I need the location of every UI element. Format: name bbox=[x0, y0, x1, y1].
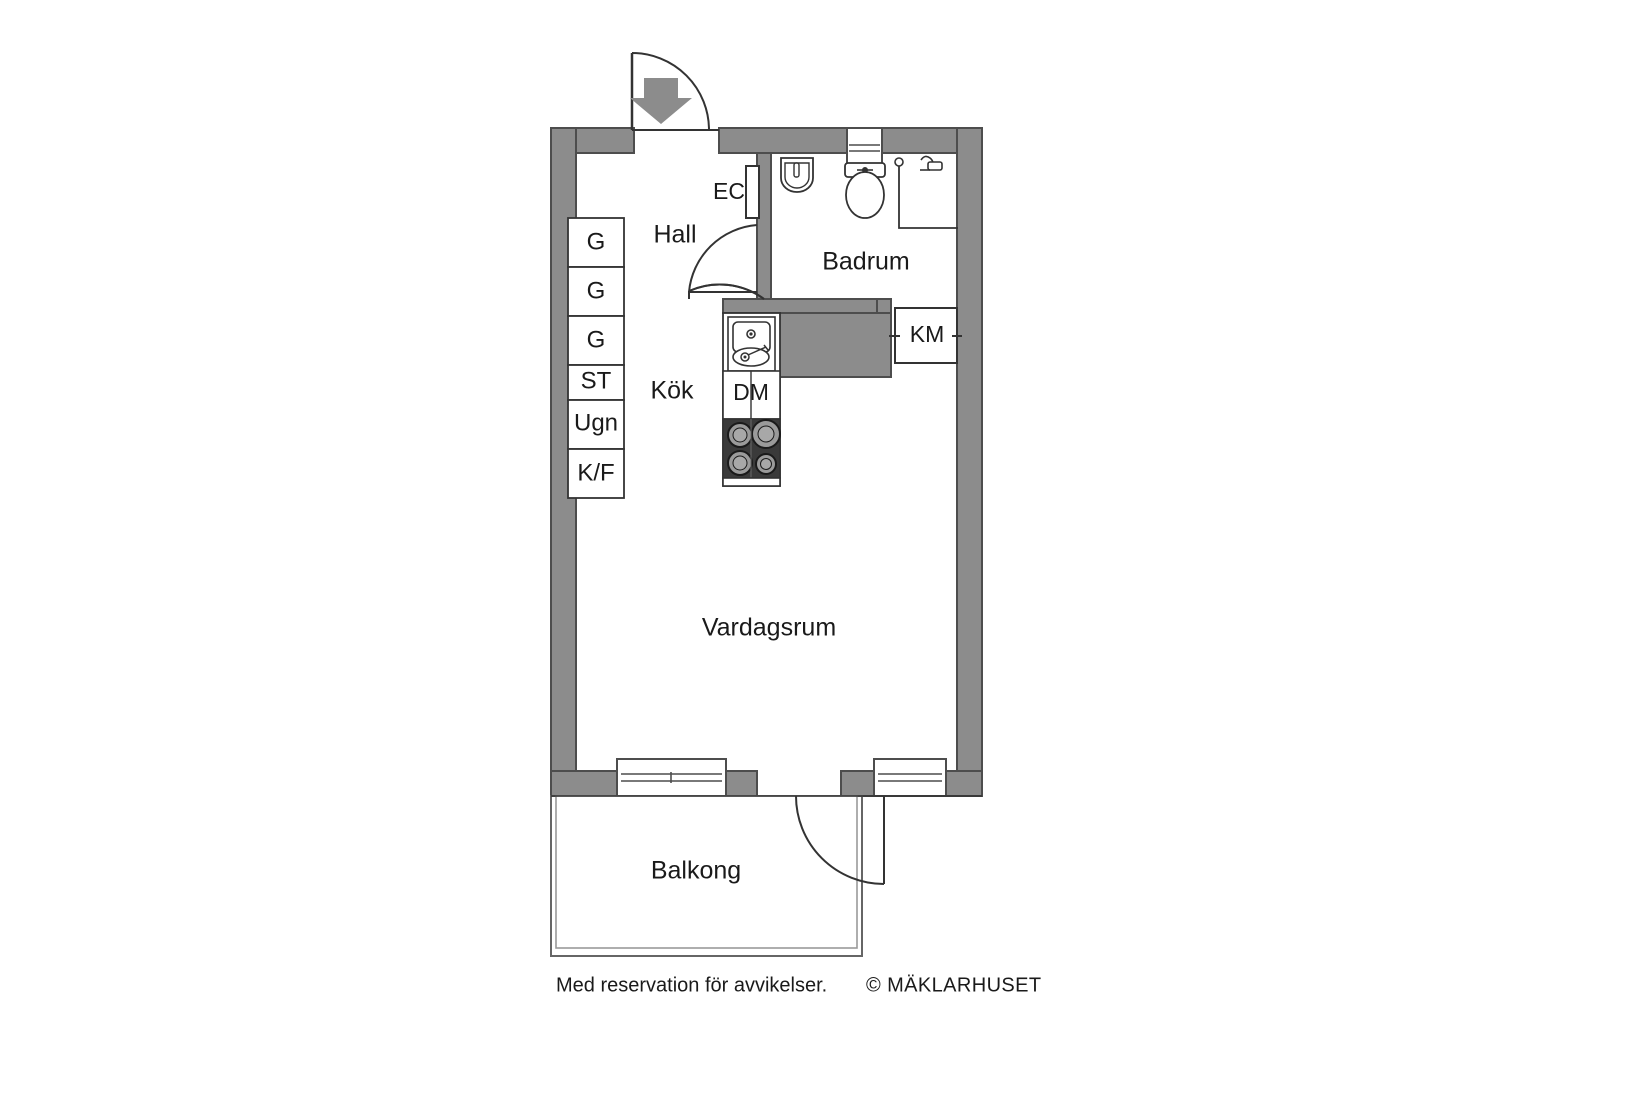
cabinet-label: ST bbox=[581, 367, 612, 394]
balcony bbox=[550, 795, 982, 957]
bathroom-fixtures bbox=[780, 155, 958, 229]
ec-label: EC bbox=[713, 178, 745, 204]
room-label-balkong: Balkong bbox=[651, 857, 741, 885]
cabinet-label: G bbox=[587, 277, 606, 304]
cabinet-box bbox=[567, 448, 625, 499]
cabinet-label: K/F bbox=[577, 459, 614, 486]
room-labels: Hall Badrum Kök Vardagsrum Balkong bbox=[650, 221, 909, 885]
dm-label: DM bbox=[733, 379, 769, 405]
wall-bottom-left-stub bbox=[550, 770, 618, 797]
cabinet-label: G bbox=[587, 228, 606, 255]
room-label-badrum: Badrum bbox=[822, 248, 910, 276]
room-label-kok: Kök bbox=[650, 377, 694, 405]
cabinet-box bbox=[567, 266, 625, 317]
entry-door[interactable] bbox=[630, 52, 719, 131]
living-room-window-left bbox=[616, 758, 727, 797]
electrical-cabinet: EC bbox=[713, 165, 760, 219]
shower-fixture bbox=[894, 155, 958, 229]
room-label-hall: Hall bbox=[653, 221, 696, 249]
wall-right-exterior bbox=[956, 127, 983, 797]
cabinet-label: G bbox=[587, 326, 606, 353]
km-label: KM bbox=[910, 321, 945, 347]
balcony-door[interactable] bbox=[795, 795, 885, 885]
dishwasher: DM bbox=[722, 370, 781, 420]
wall-bottom-right-stub bbox=[945, 770, 983, 797]
walls-group bbox=[550, 127, 983, 797]
washing-machine: KM bbox=[889, 307, 962, 364]
wall-top-mid bbox=[718, 127, 848, 154]
living-room-window-right bbox=[873, 758, 947, 797]
toilet bbox=[844, 162, 886, 219]
footer: Med reservation för avvikelser. © MÄKLAR… bbox=[556, 974, 1042, 996]
footer-disclaimer: Med reservation för avvikelser. bbox=[556, 974, 827, 996]
wall-bath-lower-block bbox=[770, 312, 892, 378]
bathroom-door[interactable] bbox=[688, 224, 765, 300]
room-label-vardagsrum: Vardagsrum bbox=[702, 614, 836, 642]
wall-bottom-mid-right bbox=[840, 770, 875, 797]
cabinet-box bbox=[567, 217, 625, 268]
bathroom-washbasin bbox=[780, 157, 814, 193]
stove-cooktop bbox=[722, 418, 781, 487]
wall-bottom-mid-left bbox=[725, 770, 758, 797]
entrance-direction-arrow bbox=[630, 78, 692, 124]
footer-copyright: © MÄKLARHUSET bbox=[866, 974, 1042, 996]
cabinet-label: Ugn bbox=[574, 409, 618, 436]
wall-interior-kitchen-bath bbox=[722, 298, 892, 314]
left-wall-cabinets: G G G ST Ugn K/F bbox=[567, 217, 625, 499]
cabinet-box bbox=[567, 315, 625, 366]
kitchen-sink bbox=[727, 316, 776, 372]
kitchen-counter: DM bbox=[722, 312, 781, 487]
cabinet-box bbox=[567, 364, 625, 401]
